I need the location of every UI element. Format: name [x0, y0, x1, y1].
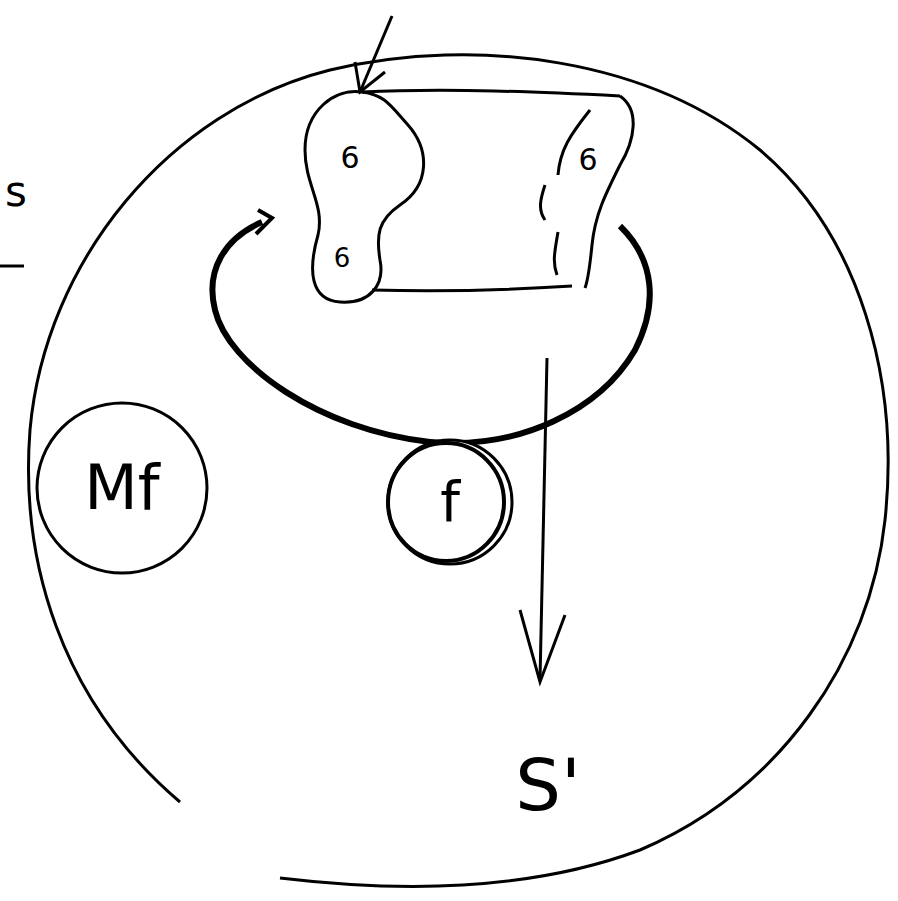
projection-arrowhead — [520, 610, 565, 682]
left-end-surface — [305, 92, 424, 303]
end-mark: 6 — [578, 145, 597, 175]
pointer-arrowhead — [355, 62, 385, 92]
map-circle: f — [385, 437, 515, 567]
manifold-circle: Mf — [34, 400, 210, 576]
outer-sphere — [29, 55, 889, 886]
base-circle-label: S' — [515, 749, 581, 821]
curve-arrowhead — [256, 210, 272, 234]
cropped-letter: s — [5, 171, 27, 213]
right-end-hidden — [540, 110, 590, 275]
cylinder-bottom — [372, 286, 572, 291]
cropped-stroke — [0, 265, 24, 268]
right-end-surface — [585, 96, 633, 288]
monodromy-curve — [212, 222, 649, 443]
end-mark: 6 — [340, 143, 359, 173]
projection-arrow — [540, 358, 547, 680]
node-label: Mf — [84, 457, 159, 519]
node-label: f — [440, 474, 460, 530]
end-mark: 6 — [334, 245, 351, 271]
cylinder-top — [362, 90, 620, 96]
